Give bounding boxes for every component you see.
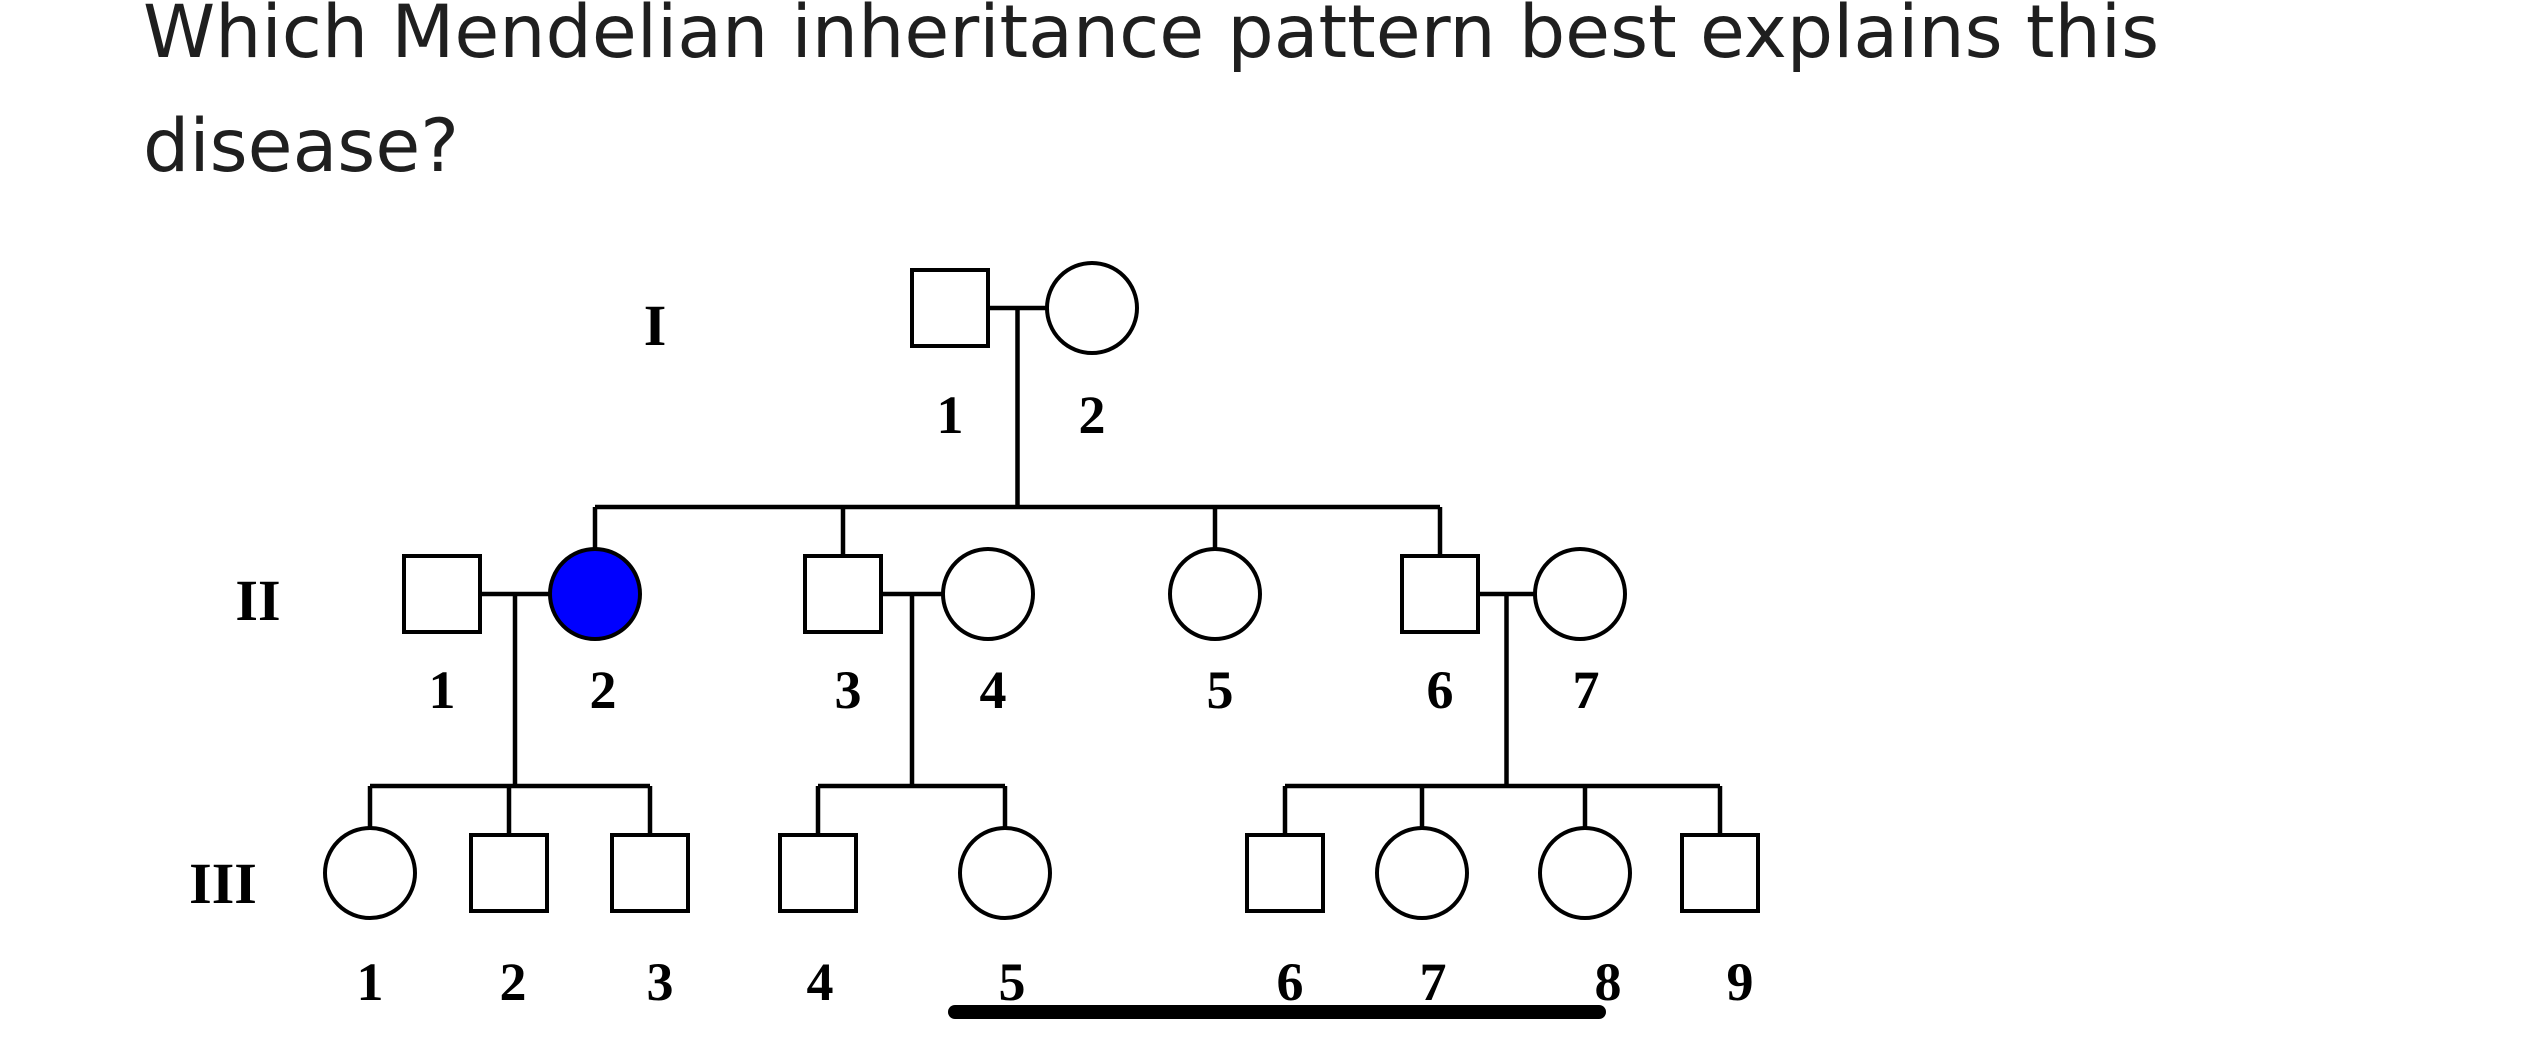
individual-number: 9 (1727, 952, 1754, 1012)
individual-number: 1 (357, 952, 384, 1012)
male-symbol (1400, 554, 1480, 634)
male-symbol (402, 554, 482, 634)
individual-number: 1 (429, 660, 456, 720)
individual-number: 3 (835, 660, 862, 720)
male-symbol (469, 833, 549, 913)
individual-number: 4 (807, 952, 834, 1012)
generation-label: I (644, 293, 667, 358)
generation-label: III (189, 851, 257, 916)
affected-female-symbol (548, 547, 642, 641)
male-symbol (1680, 833, 1760, 913)
individual-number: 1 (937, 385, 964, 445)
individual-number: 4 (980, 660, 1007, 720)
male-symbol (803, 554, 883, 634)
individual-number: 5 (999, 952, 1026, 1012)
female-symbol (1538, 826, 1632, 920)
male-symbol (610, 833, 690, 913)
female-symbol (958, 826, 1052, 920)
individual-number: 2 (500, 952, 527, 1012)
male-symbol (910, 268, 990, 348)
question-text: Which Mendelian inheritance pattern best… (143, 0, 2160, 189)
home-indicator-bar[interactable] (948, 1005, 1606, 1019)
female-symbol (941, 547, 1035, 641)
individual-number: 2 (1079, 385, 1106, 445)
individual-number: 7 (1573, 660, 1600, 720)
individual-number: 6 (1277, 952, 1304, 1012)
individual-number: 2 (590, 660, 617, 720)
individual-number: 6 (1427, 660, 1454, 720)
female-symbol (1533, 547, 1627, 641)
individual-number: 7 (1420, 952, 1447, 1012)
individual-number: 3 (647, 952, 674, 1012)
female-symbol (1168, 547, 1262, 641)
female-symbol (1045, 261, 1139, 355)
female-symbol (323, 826, 417, 920)
male-symbol (1245, 833, 1325, 913)
generation-label: II (235, 568, 280, 633)
individual-number: 8 (1595, 952, 1622, 1012)
male-symbol (778, 833, 858, 913)
female-symbol (1375, 826, 1469, 920)
individual-number: 5 (1207, 660, 1234, 720)
